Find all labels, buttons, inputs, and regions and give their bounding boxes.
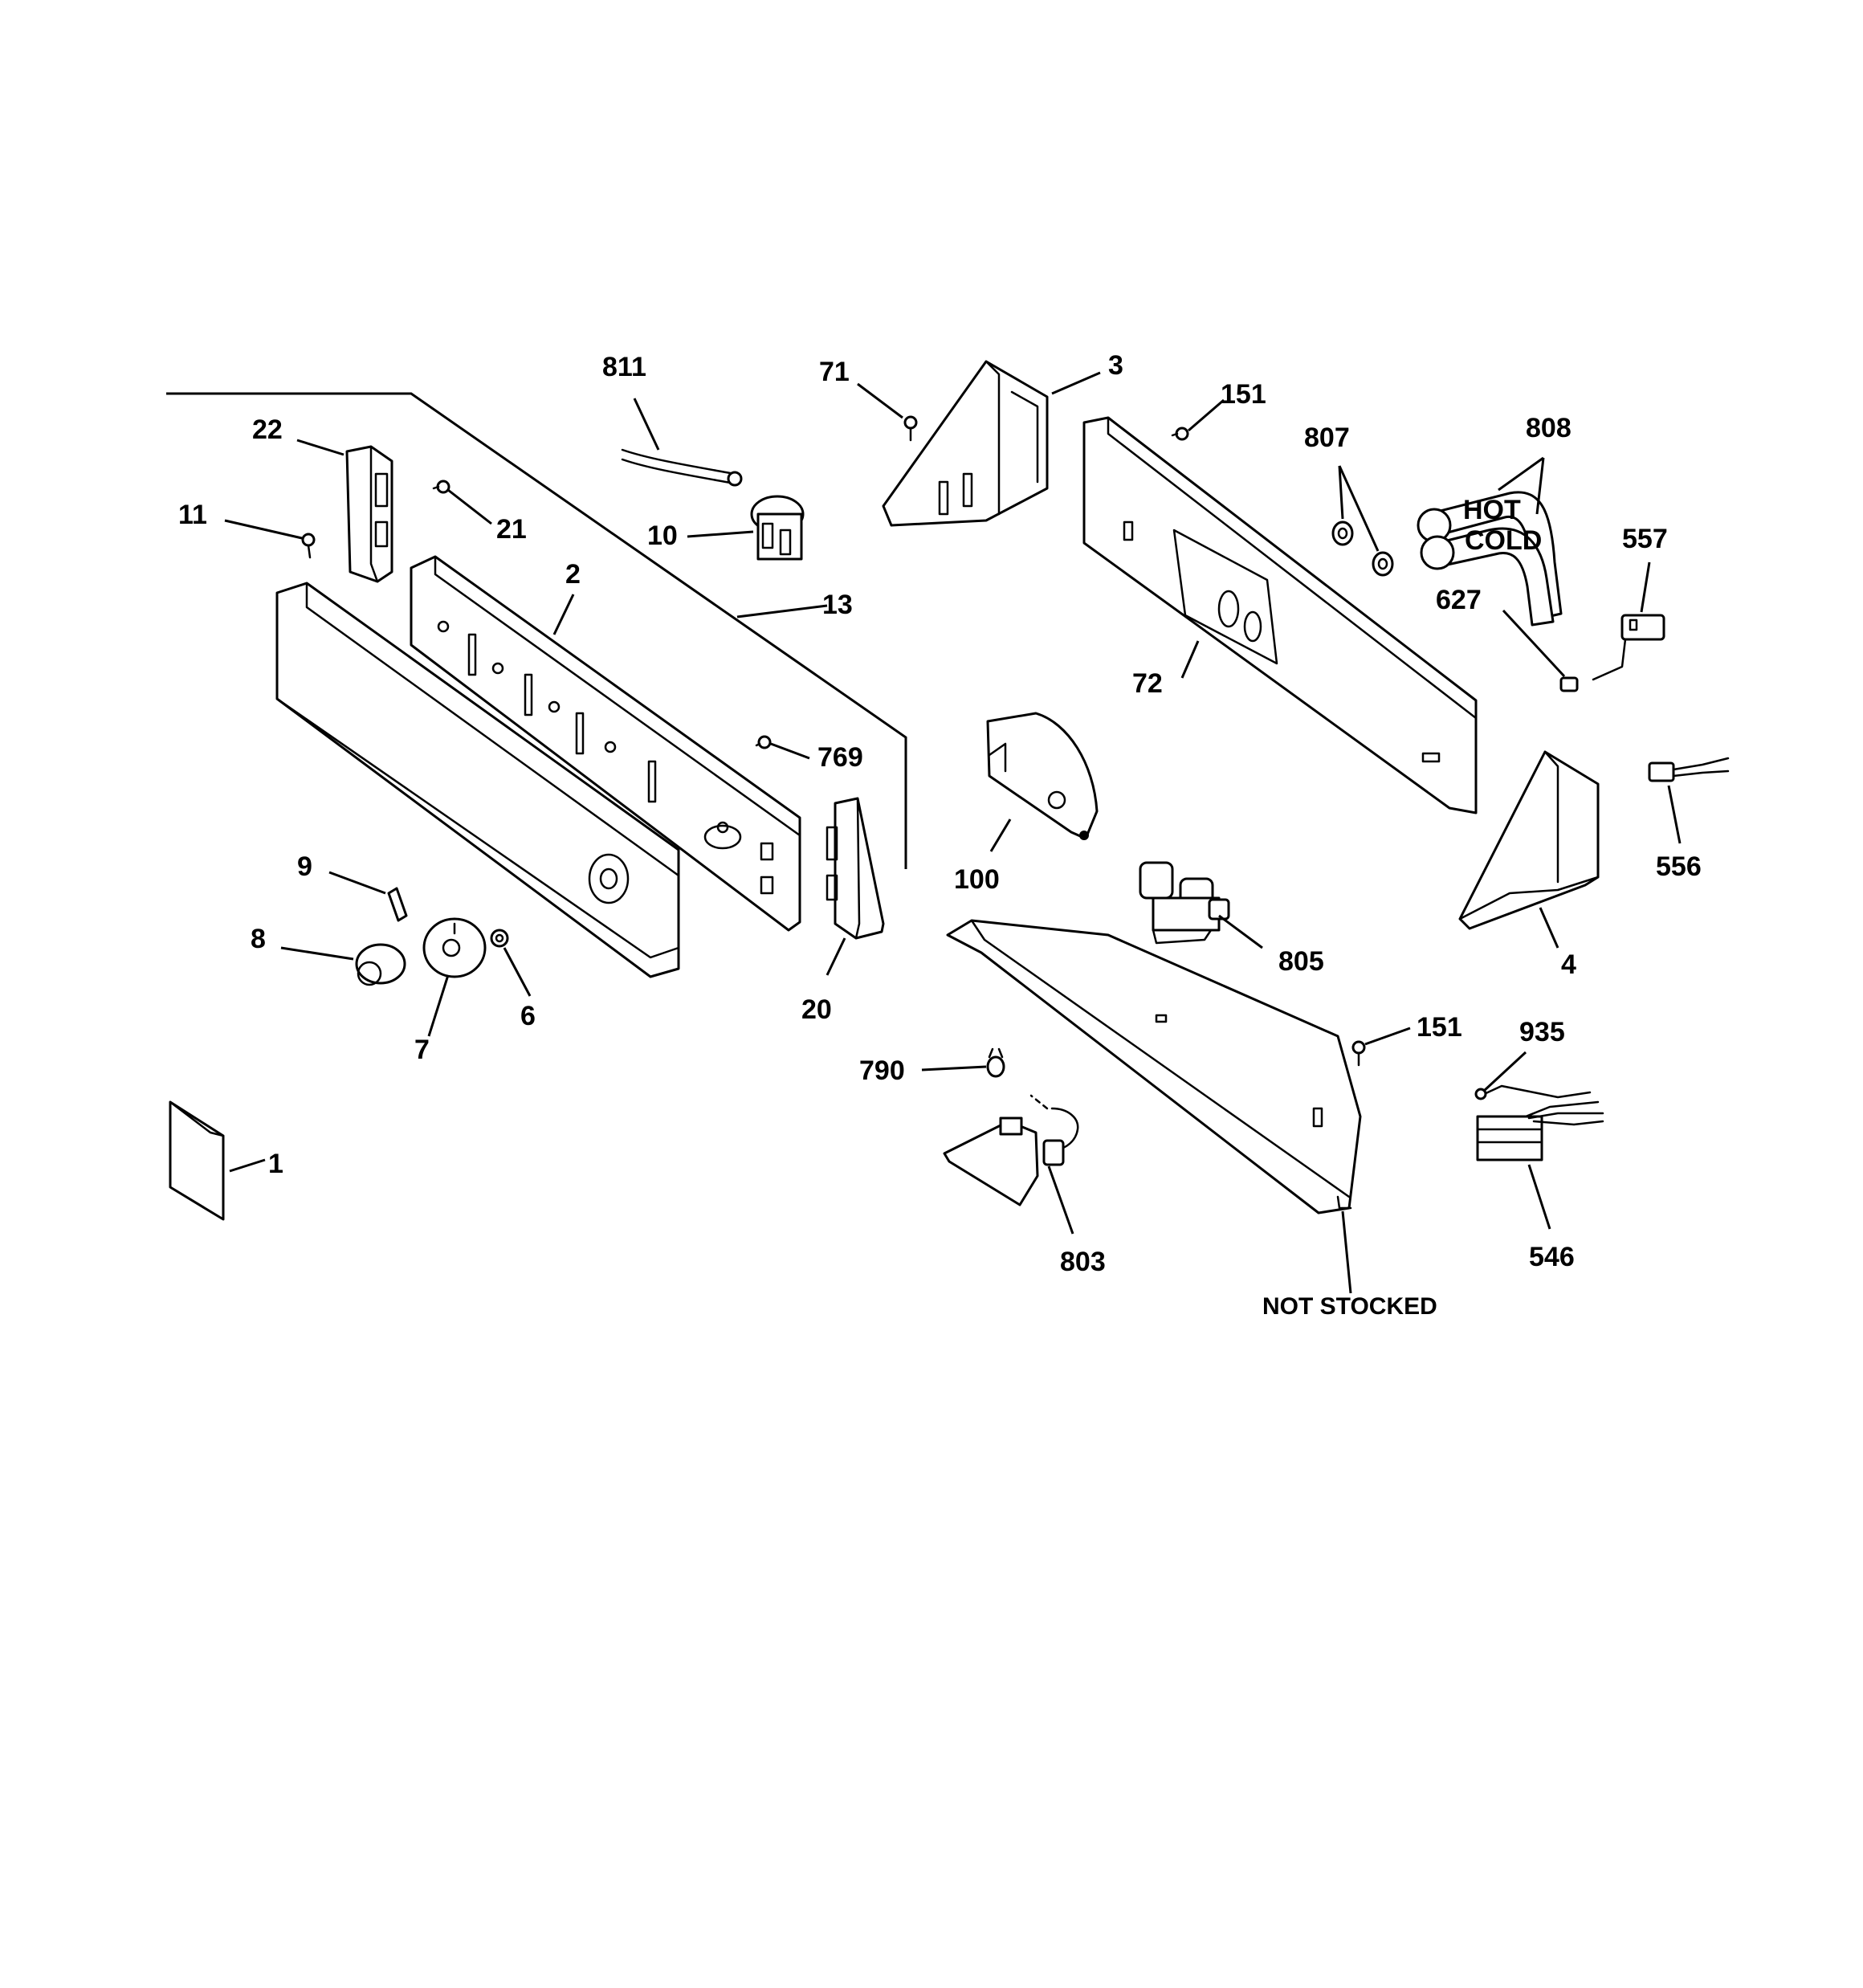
callout-10: 10 <box>647 520 678 551</box>
screw-151b-icon <box>1351 1040 1366 1067</box>
assembly-13-bracket <box>166 392 907 869</box>
callout-769: 769 <box>817 742 863 773</box>
part-790-clamp <box>986 1047 1005 1078</box>
callout-1: 1 <box>268 1149 283 1179</box>
part-808-hose-cold: COLD <box>1420 525 1555 627</box>
part-807-washer-2 <box>1372 551 1394 577</box>
callout-72: 72 <box>1132 668 1163 699</box>
part-556-connector <box>1648 757 1730 782</box>
callout-151a: 151 <box>1221 379 1266 410</box>
part-808-hose-hot: HOT <box>1417 491 1563 620</box>
callout-151b: 151 <box>1417 1012 1462 1043</box>
callout-8: 8 <box>251 924 266 954</box>
part-546-wire-harness <box>1476 1100 1604 1161</box>
callout-71: 71 <box>819 357 850 387</box>
screw-151a-icon <box>1171 427 1189 441</box>
screw-769-icon <box>755 735 772 749</box>
part-803-fitting <box>943 1094 1079 1206</box>
callout-13: 13 <box>822 590 853 620</box>
callout-7: 7 <box>414 1035 430 1065</box>
callout-11: 11 <box>178 500 207 530</box>
part-7-dial <box>422 917 487 978</box>
callout-21: 21 <box>496 514 527 545</box>
part-6-nut <box>490 929 509 948</box>
front-trim-panel <box>275 582 680 978</box>
callout-6: 6 <box>520 1001 536 1031</box>
part-72-backsplash <box>1082 416 1478 814</box>
hose-hot-label: HOT <box>1463 495 1521 525</box>
callout-2: 2 <box>565 559 581 590</box>
part-10-pressure-switch <box>750 495 805 561</box>
screw-71-icon <box>903 415 918 442</box>
callout-557: 557 <box>1622 524 1668 554</box>
callout-808: 808 <box>1526 413 1572 443</box>
part-100-timer <box>986 712 1099 840</box>
part-557-plug <box>1592 614 1665 681</box>
part-3-side-bracket <box>882 360 1049 527</box>
screw-21-icon <box>432 480 450 494</box>
callout-100: 100 <box>954 864 1000 895</box>
part-807-washer-1 <box>1331 520 1354 546</box>
callout-803: 803 <box>1060 1247 1106 1277</box>
part-20-end-cap <box>826 797 885 940</box>
part-805-water-valve <box>1139 861 1230 945</box>
callout-805: 805 <box>1278 946 1324 977</box>
part-8-knob <box>355 943 406 986</box>
part-9-clip <box>387 887 408 922</box>
screw-11-icon <box>301 533 316 559</box>
callout-22: 22 <box>252 414 283 445</box>
callout-numbers: 811 71 3 151 807 808 22 21 11 10 2 13 55… <box>178 350 1702 1320</box>
hose-cold-label: COLD <box>1465 525 1542 556</box>
callout-627: 627 <box>1436 585 1482 615</box>
callout-790: 790 <box>859 1055 905 1086</box>
part-935-wire <box>1474 1084 1592 1100</box>
part-4-side-bracket <box>1458 750 1600 930</box>
part-base-channel-not-stocked <box>946 919 1362 1214</box>
callout-4: 4 <box>1561 949 1576 980</box>
callout-9: 9 <box>297 851 312 882</box>
callout-807: 807 <box>1304 423 1350 453</box>
not-stocked-label: NOT STOCKED <box>1262 1293 1437 1320</box>
part-2-control-panel <box>410 555 801 932</box>
callout-811: 811 <box>602 352 646 382</box>
part-1-literature <box>169 1100 225 1221</box>
leader-lines <box>224 371 1682 1294</box>
part-22-end-cap <box>345 445 393 583</box>
part-811-tube <box>621 448 743 487</box>
callout-20: 20 <box>801 994 832 1025</box>
callout-546: 546 <box>1529 1242 1575 1272</box>
callout-556: 556 <box>1656 851 1702 882</box>
part-627-clip <box>1559 676 1579 692</box>
callout-935: 935 <box>1519 1017 1565 1047</box>
callout-3: 3 <box>1108 350 1123 381</box>
